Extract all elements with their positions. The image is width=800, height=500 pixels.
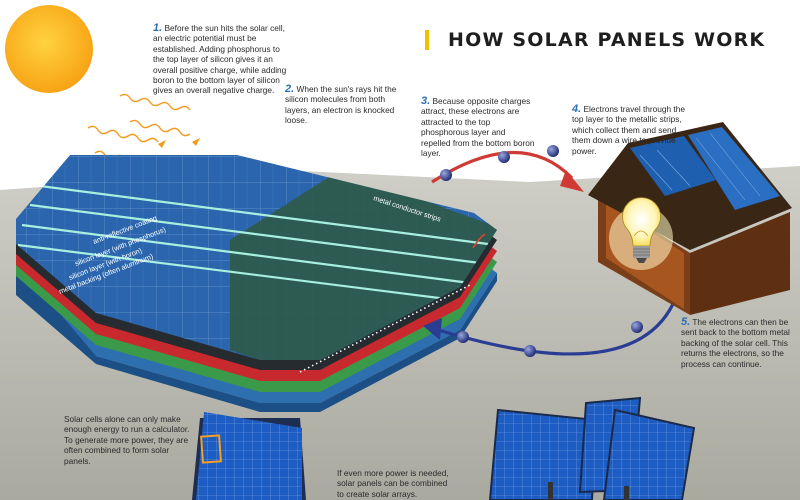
step-number: 4. xyxy=(572,103,582,115)
step-2: 2. When the sun's rays hit the silicon m… xyxy=(285,84,405,126)
caption-solar-arrays: If even more power is needed, solar pane… xyxy=(337,468,449,499)
electrons xyxy=(440,145,643,357)
page-title: HOW SOLAR PANELS WORK xyxy=(425,29,765,51)
step-text: The electrons can then be sent back to t… xyxy=(681,317,790,369)
light-bulb-icon xyxy=(609,197,673,270)
step-1: 1. Before the sun hits the solar cell, a… xyxy=(153,23,291,96)
solar-cell-cross-section xyxy=(16,155,497,412)
arrowhead-top xyxy=(560,170,584,192)
step-text: Before the sun hits the solar cell, an e… xyxy=(153,23,287,96)
step-number: 1. xyxy=(153,22,163,34)
electron-flow-arrow-bottom xyxy=(431,303,675,356)
step-5: 5. The electrons can then be sent back t… xyxy=(681,317,795,369)
solar-panel-small xyxy=(192,412,306,500)
electron-icon xyxy=(498,151,510,163)
step-text: Electrons travel through the top layer t… xyxy=(572,104,685,156)
step-3: 3. Because opposite charges attract, the… xyxy=(421,95,537,159)
step-text: When the sun's rays hit the silicon mole… xyxy=(285,84,397,126)
cutaway-section xyxy=(230,170,497,360)
arrowhead-bottom xyxy=(423,318,442,340)
caption-solar-cells: Solar cells alone can only make enough e… xyxy=(64,414,190,466)
electron-icon xyxy=(440,169,452,181)
step-text: Because opposite charges attract, these … xyxy=(421,96,535,159)
sun-icon xyxy=(5,5,93,93)
step-number: 3. xyxy=(421,95,431,107)
solar-array xyxy=(488,396,696,500)
electron-icon xyxy=(547,145,559,157)
step-number: 5. xyxy=(681,316,691,328)
electron-icon xyxy=(524,345,536,357)
step-4: 4. Electrons travel through the top laye… xyxy=(572,104,692,156)
title-bar xyxy=(425,30,429,50)
title-text: HOW SOLAR PANELS WORK xyxy=(448,29,766,51)
electron-flow-arrow-top xyxy=(431,150,574,184)
metal-conductor-strips xyxy=(17,184,489,302)
electron-icon xyxy=(631,321,643,333)
electron-icon xyxy=(457,331,469,343)
step-number: 2. xyxy=(285,83,295,95)
